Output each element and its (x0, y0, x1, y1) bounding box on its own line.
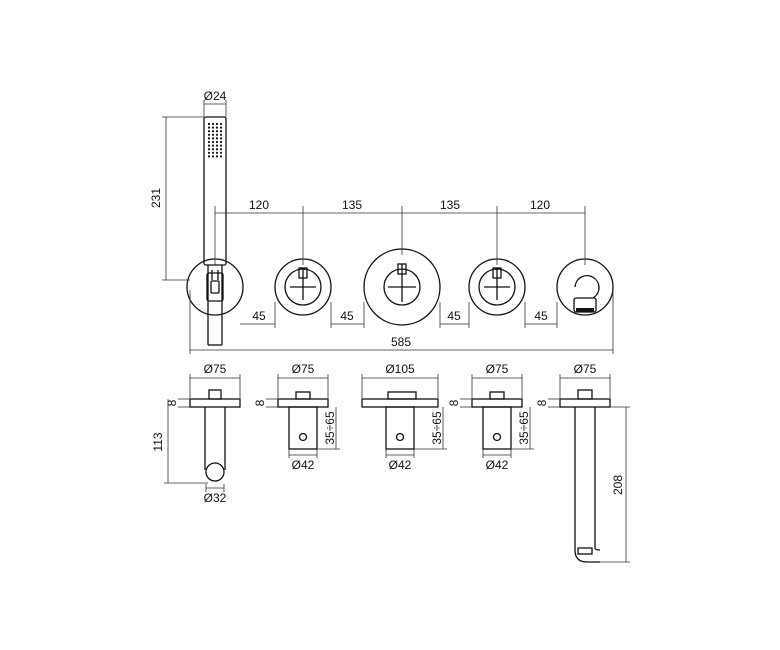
spray-hole (211, 137, 215, 140)
handshower-diameter-dimension: Ø24 (203, 89, 227, 117)
handshower-height-label: 231 (149, 188, 163, 208)
spray-hole (207, 122, 211, 126)
knob-offset-4-label: 45 (534, 309, 548, 323)
left-valve-recess-label: 35÷65 (323, 411, 337, 445)
left-valve-plate-diameter-label: Ø75 (292, 362, 315, 376)
spray-hole (211, 140, 215, 144)
handshower-spray-holes (207, 122, 223, 158)
spray-hole (211, 130, 215, 133)
spray-hole (215, 137, 219, 140)
center-valve-body-diameter-label: Ø42 (389, 458, 412, 472)
spray-hole (207, 126, 211, 129)
spray-hole (219, 122, 223, 126)
spray-hole (211, 133, 215, 136)
center-valve-side: Ø105 Ø42 35÷65 (361, 362, 447, 472)
spray-hole (211, 148, 215, 151)
right-valve-plate-thickness-label: 8 (447, 399, 461, 406)
spray-hole (207, 144, 211, 147)
section-view: Ø75 Ø32 8 113 Ø75 (151, 362, 630, 563)
spray-hole (207, 148, 211, 151)
spray-hole (215, 144, 219, 147)
holder-plate (186, 258, 244, 316)
spray-hole (207, 130, 211, 133)
right-valve-front (468, 258, 526, 316)
handshower-height-dimension: 231 (149, 116, 204, 281)
knob-offset-dimensions: 45 45 45 45 (240, 302, 558, 328)
spout-front (556, 258, 614, 316)
spray-hole (207, 155, 211, 158)
spray-hole (219, 137, 223, 140)
holder-depth-label: 113 (151, 432, 165, 451)
holder-side: Ø75 Ø32 8 113 (151, 362, 241, 505)
right-valve-recess-label: 35÷65 (517, 411, 531, 445)
spray-hole (207, 133, 211, 136)
spout-plate-thickness-label: 8 (535, 399, 549, 406)
spray-hole (211, 155, 215, 158)
right-valve-side: Ø75 Ø42 8 35÷65 (447, 362, 534, 472)
spout-length-label: 208 (611, 475, 625, 495)
spacing-4-label: 120 (530, 198, 550, 212)
holder-outlet-diameter-label: Ø32 (204, 491, 227, 505)
spray-hole (219, 151, 223, 154)
spray-hole (207, 151, 211, 154)
spray-hole (215, 130, 219, 133)
spray-hole (215, 151, 219, 154)
spacing-dimensions: 120 135 135 120 (214, 198, 586, 265)
spray-hole (219, 130, 223, 133)
knob-offset-2-label: 45 (340, 309, 354, 323)
left-valve-front (274, 258, 332, 316)
right-valve-plate-diameter-label: Ø75 (486, 362, 509, 376)
right-valve-body-diameter-label: Ø42 (486, 458, 509, 472)
spout-side: Ø75 8 208 (535, 362, 630, 563)
left-valve-plate-thickness-label: 8 (253, 399, 267, 406)
spray-hole (215, 126, 219, 129)
spray-hole (207, 140, 211, 144)
overall-length-dimension: 585 (189, 290, 614, 354)
spray-hole (219, 144, 223, 147)
holder-plate-thickness-label: 8 (165, 399, 179, 406)
spray-hole (215, 133, 219, 136)
left-valve-body-diameter-label: Ø42 (292, 458, 315, 472)
spout-plate-diameter-label: Ø75 (574, 362, 597, 376)
spray-hole (219, 126, 223, 129)
spray-hole (219, 140, 223, 144)
spray-hole (211, 122, 215, 126)
front-view: 120 135 135 120 Ø24 231 45 45 (149, 89, 614, 354)
holder-plate-diameter-label: Ø75 (204, 362, 227, 376)
spray-hole (215, 148, 219, 151)
spray-hole (219, 133, 223, 136)
spacing-2-label: 135 (342, 198, 362, 212)
spray-hole (215, 140, 219, 144)
overall-length-label: 585 (391, 335, 411, 349)
spray-hole (211, 144, 215, 147)
center-valve-front (363, 248, 441, 326)
center-valve-plate-diameter-label: Ø105 (385, 362, 415, 376)
handshower-diameter-label: Ø24 (204, 89, 227, 103)
spray-hole (211, 151, 215, 154)
knob-offset-3-label: 45 (447, 309, 461, 323)
spray-hole (211, 126, 215, 129)
left-valve-side: Ø75 Ø42 8 35÷65 (253, 362, 340, 472)
knob-offset-1-label: 45 (252, 309, 266, 323)
spray-hole (219, 155, 223, 158)
spacing-3-label: 135 (440, 198, 460, 212)
spray-hole (215, 155, 219, 158)
spray-hole (207, 137, 211, 140)
center-valve-recess-label: 35÷65 (430, 411, 444, 445)
spacing-1-label: 120 (249, 198, 269, 212)
spray-hole (219, 148, 223, 151)
spray-hole (215, 122, 219, 126)
